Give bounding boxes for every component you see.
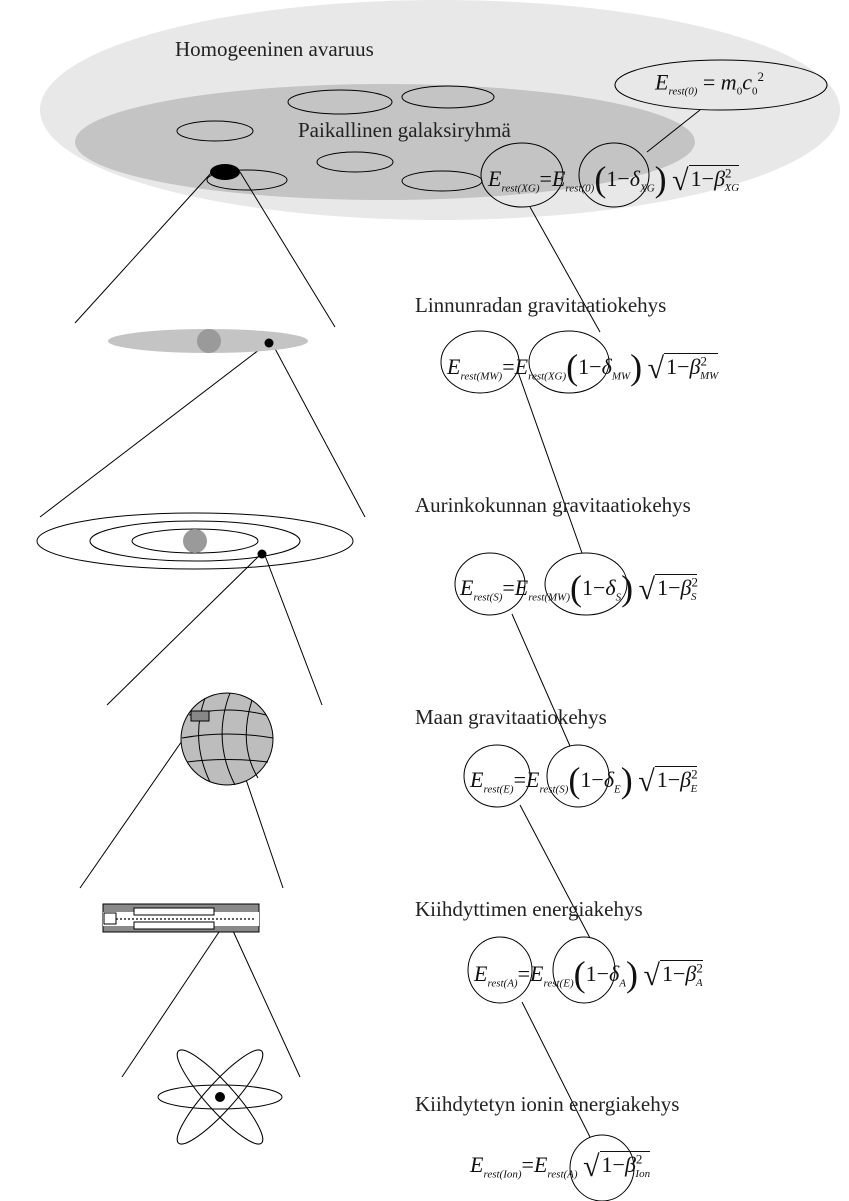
label-solar-system-frame: Aurinkokunnan gravitaatiokehys: [415, 493, 691, 517]
label-accelerator-frame: Kiihdyttimen energiakehys: [415, 897, 643, 921]
equation-rest-mw: Erest(MW)=Erest(XG)(1−δMW) √1−β2MW: [447, 347, 719, 387]
galaxy-ellipses: [176, 85, 495, 192]
equation-rest-xg: Erest(XG)=Erest(0)(1−δXG) √1−β2XG: [488, 159, 740, 199]
earth-globe: [180, 692, 274, 786]
sun: [183, 529, 207, 553]
galactic-core: [197, 329, 221, 353]
sun-marker: [264, 338, 274, 348]
label-ion-frame: Kiihdytetyn ionin energiakehys: [415, 1092, 680, 1116]
accelerator-site-marker: [190, 710, 210, 722]
label-local-group: Paikallinen galaksiryhmä: [298, 118, 511, 142]
ion-atom: [157, 1049, 283, 1145]
equation-ovals: [440, 59, 828, 1201]
equation-rest-ion: Erest(Ion)=Erest(A) √1−β2Ion: [470, 1150, 651, 1183]
equation-rest-s: Erest(S)=Erest(MW)(1−δS) √1−β2S: [460, 568, 699, 608]
earth-marker: [257, 549, 267, 559]
milky-way-marker: [210, 164, 240, 180]
accelerator-device: [102, 903, 260, 933]
chain-connectors: [511, 109, 701, 1138]
equation-rest-a: Erest(A)=Erest(E)(1−δA) √1−β2A: [474, 954, 703, 994]
label-homogeneous-space: Homogeeninen avaruus: [175, 37, 374, 61]
label-milky-way-frame: Linnunradan gravitaatiokehys: [415, 293, 667, 317]
zoom-lines: [39, 171, 366, 1078]
label-earth-frame: Maan gravitaatiokehys: [415, 705, 607, 729]
ion-nucleus: [215, 1092, 225, 1102]
equation-rest-0: Erest(0) = m0c02: [655, 69, 764, 98]
equation-rest-e: Erest(E)=Erest(S)(1−δE) √1−β2E: [470, 760, 698, 800]
